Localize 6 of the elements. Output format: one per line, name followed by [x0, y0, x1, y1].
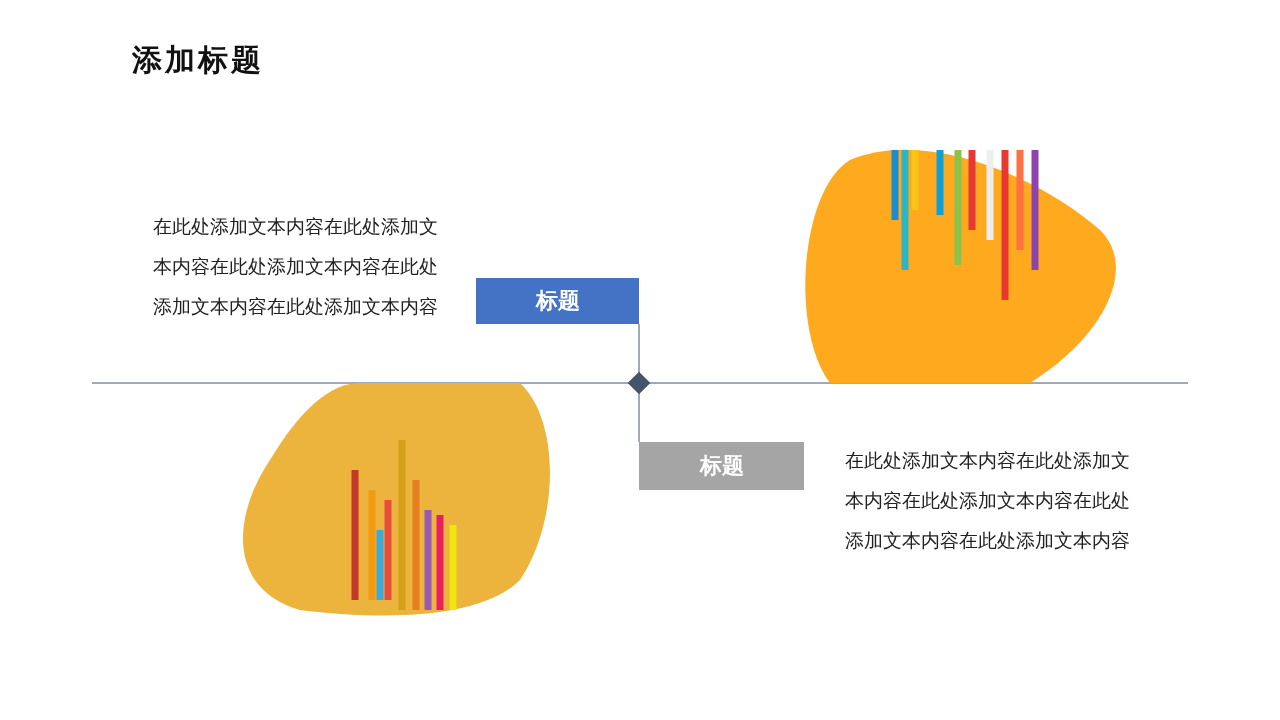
slide-title: 添加标题: [132, 41, 264, 79]
body-text: 在此处添加文本内容在此处添加文本内容在此处添加文本内容在此处添加文本内容在此处添加文本内容: [152, 214, 438, 319]
connector-line: [638, 323, 640, 443]
heading-box: 标题: [639, 442, 804, 490]
heading-box: 标题: [476, 278, 639, 324]
body-text: 在此处添加文本内容在此处添加文本内容在此处添加文本内容在此处添加文本内容在此处添加文本内容: [845, 448, 1131, 553]
